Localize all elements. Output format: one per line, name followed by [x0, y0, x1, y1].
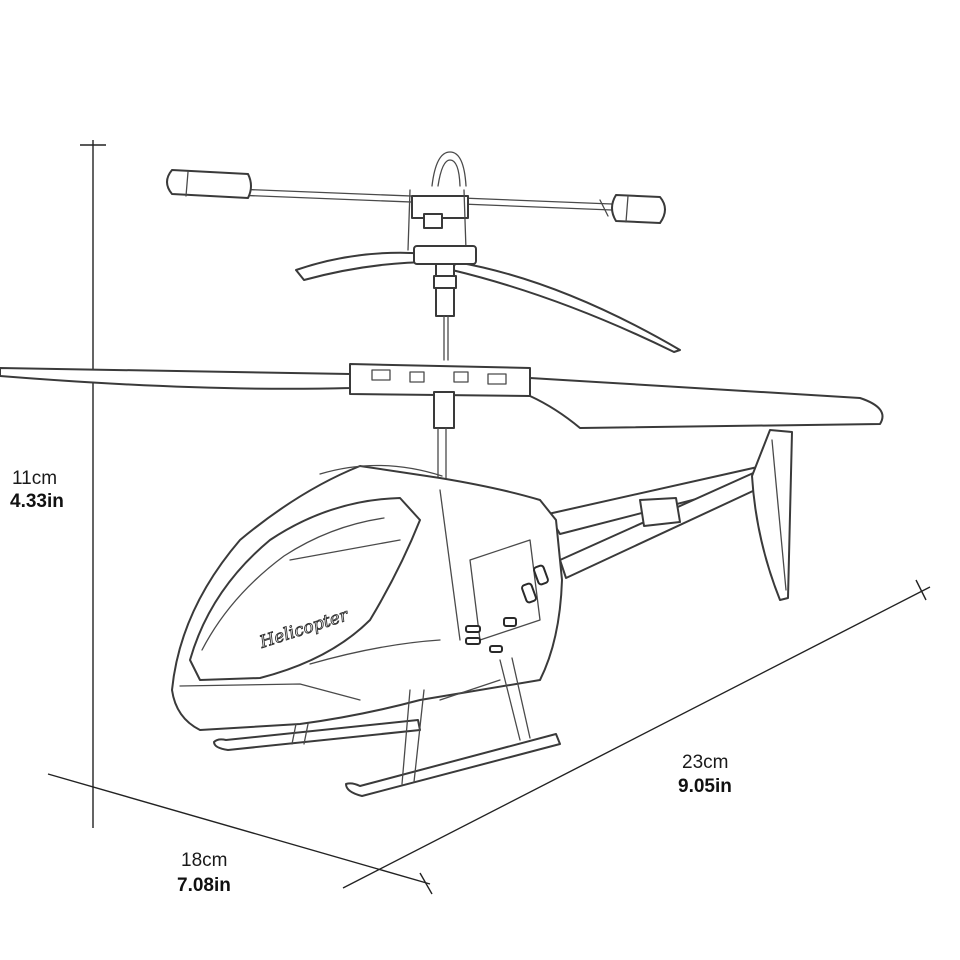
length-in-label: 9.05in: [678, 776, 732, 797]
width-cm-label: 18cm: [181, 850, 227, 871]
length-cm-label: 23cm: [682, 752, 728, 773]
width-in-label: 7.08in: [177, 875, 231, 896]
lower-rotor: [0, 363, 884, 487]
height-dimension: 11cm 4.33in: [10, 140, 106, 828]
tail-assembly: [547, 429, 793, 601]
helicopter-illustration: Helicopter: [0, 151, 884, 797]
flybar: [166, 151, 666, 251]
height-in-label: 4.33in: [10, 491, 64, 512]
fuselage: Helicopter: [171, 464, 563, 731]
width-dimension: 18cm 7.08in: [47, 773, 433, 896]
length-dimension: 23cm 9.05in: [342, 579, 931, 889]
landing-gear: [213, 657, 561, 797]
upper-rotor: [295, 245, 681, 361]
height-cm-label: 11cm: [12, 468, 57, 489]
